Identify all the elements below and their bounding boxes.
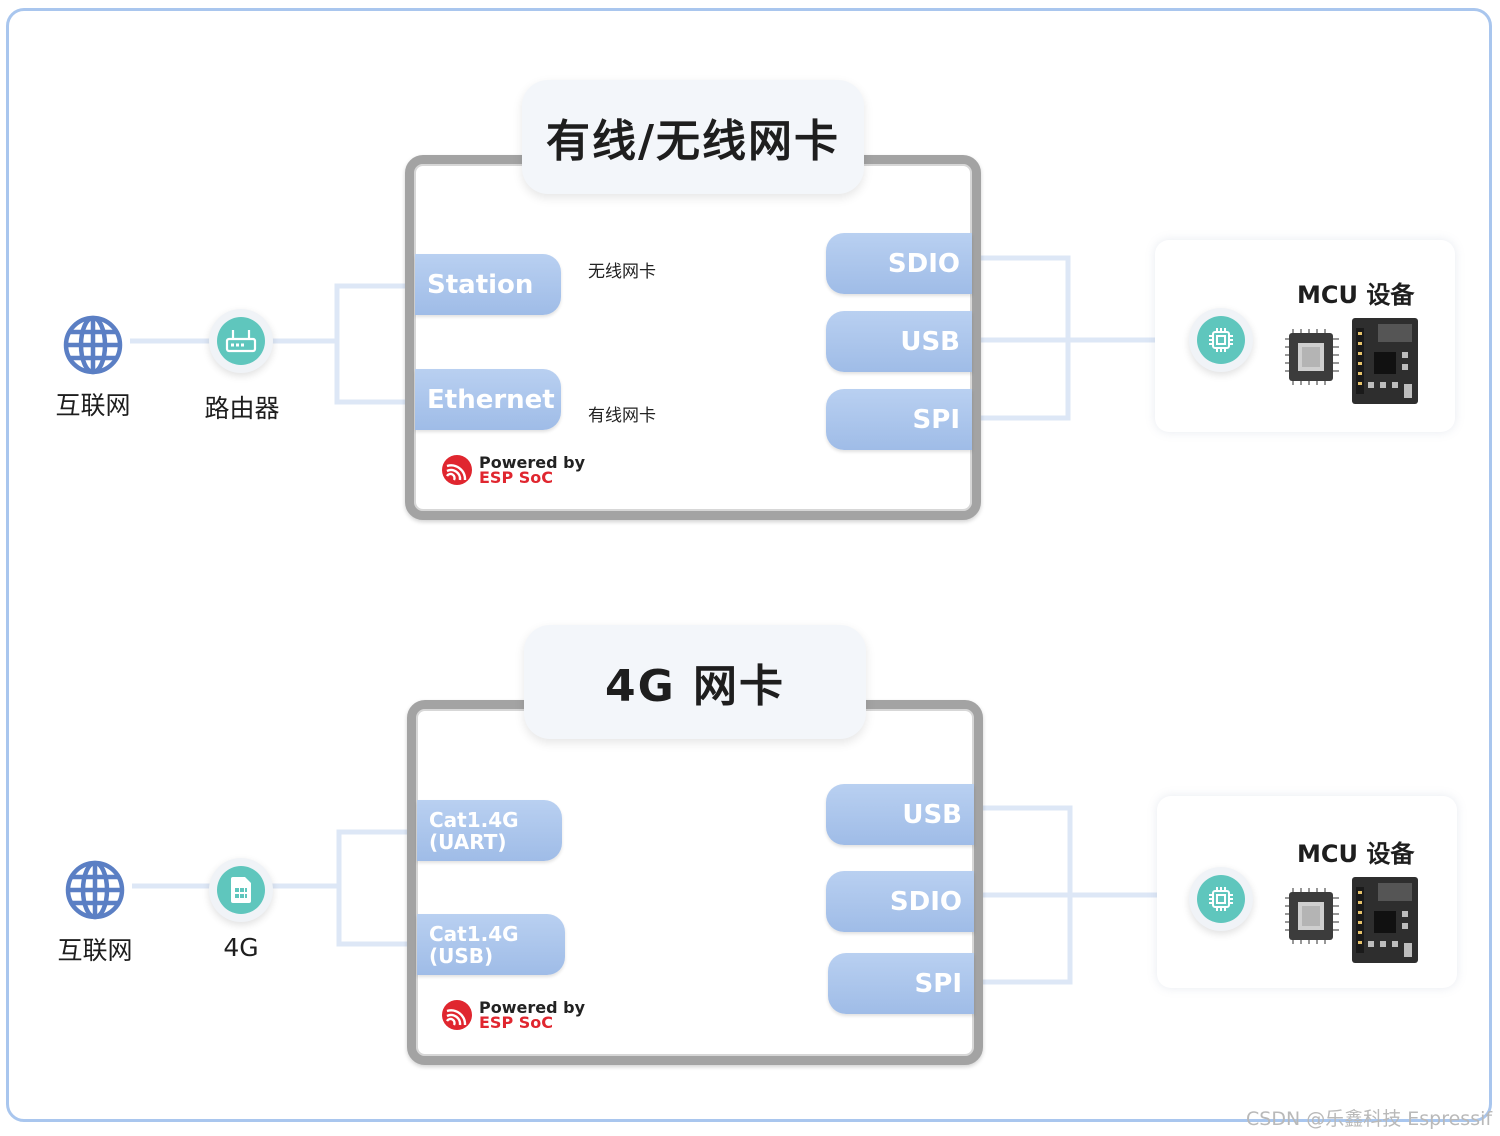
mcu-chip-image xyxy=(1285,329,1339,385)
dev-board-image xyxy=(1352,318,1418,404)
mcu-chip-image xyxy=(1285,888,1339,944)
sdio-interface: SDIO xyxy=(826,233,972,294)
wired-nic-label: 有线网卡 xyxy=(588,406,656,426)
router-icon xyxy=(225,330,257,353)
espressif-logo-icon xyxy=(442,1000,472,1030)
cat1-usb-interface: Cat1.4G (USB) xyxy=(417,914,565,975)
4g-label: 4G xyxy=(223,933,259,962)
powered-by-text: Powered by xyxy=(479,453,585,472)
globe-icon xyxy=(63,315,123,375)
spi-interface: SPI xyxy=(826,389,972,450)
internet-label: 互联网 xyxy=(57,936,133,965)
chip-icon xyxy=(1209,328,1233,352)
globe-icon xyxy=(65,860,125,920)
bracket-inputs-1 xyxy=(334,283,415,405)
bracket-inputs-2 xyxy=(336,829,417,947)
esp-soc-text: ESP SoC xyxy=(479,1013,554,1032)
wireless-nic-label: 无线网卡 xyxy=(588,262,656,282)
powered-by-esp: Powered by ESP SoC xyxy=(441,999,585,1031)
mcu-title: MCU 设备 xyxy=(1297,281,1415,309)
section-title-4g: 4G 网卡 xyxy=(524,625,866,739)
sim-card-icon xyxy=(231,877,251,903)
espressif-logo-icon xyxy=(442,455,472,485)
spi-interface-4g: SPI xyxy=(828,953,974,1014)
router-node xyxy=(209,309,273,373)
internet-label: 互联网 xyxy=(55,391,131,420)
cat1-uart-line1: Cat1.4G xyxy=(429,807,519,832)
router-label: 路由器 xyxy=(204,394,280,423)
watermark: CSDN @乐鑫科技 Espressif xyxy=(1246,1108,1493,1130)
cat1-usb-line2: (USB) xyxy=(429,943,494,968)
cat1-uart-line2: (UART) xyxy=(429,829,507,854)
powered-by-esp: Powered by ESP SoC xyxy=(441,454,585,486)
powered-by-text: Powered by xyxy=(479,998,585,1017)
dev-board-image xyxy=(1352,877,1418,963)
chip-icon xyxy=(1209,887,1233,911)
sdio-interface-4g: SDIO xyxy=(826,871,974,932)
mcu-chip-node xyxy=(1189,308,1253,372)
mcu-chip-node xyxy=(1189,867,1253,931)
outer-frame xyxy=(6,8,1492,1122)
usb-interface: USB xyxy=(826,311,972,372)
4g-node xyxy=(209,858,273,922)
cat1-usb-line1: Cat1.4G xyxy=(429,921,519,946)
section-title: 有线/无线网卡 xyxy=(522,80,864,194)
ethernet-interface: Ethernet xyxy=(415,369,561,430)
station-interface: Station xyxy=(415,254,561,315)
usb-interface-4g: USB xyxy=(826,784,974,845)
esp-soc-text: ESP SoC xyxy=(479,468,554,487)
mcu-title: MCU 设备 xyxy=(1297,840,1415,868)
cat1-uart-interface: Cat1.4G (UART) xyxy=(417,800,562,861)
